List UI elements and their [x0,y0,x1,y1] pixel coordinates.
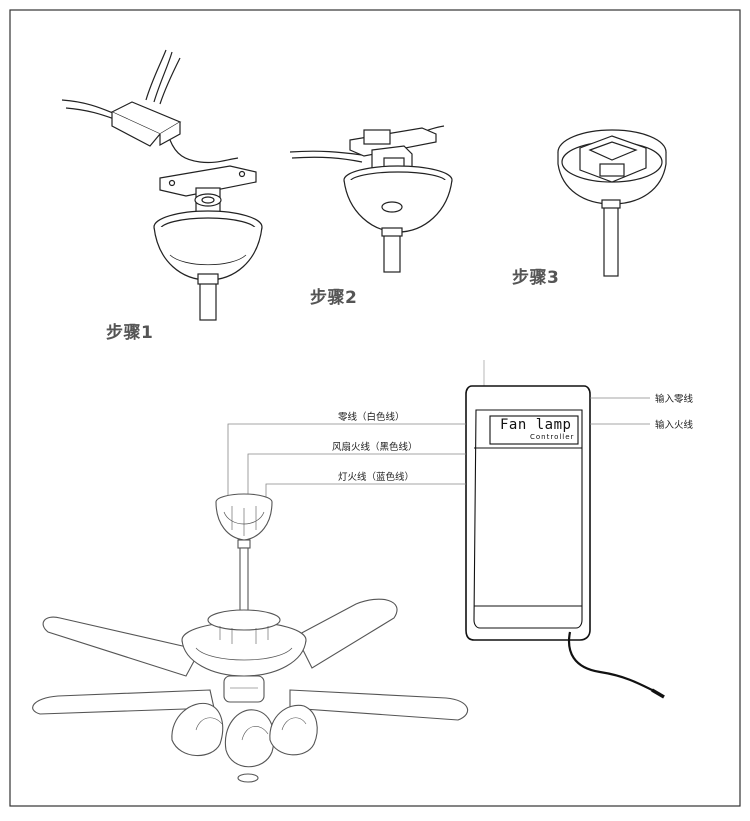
step1-label: 步骤1 [106,323,154,343]
controller-illustration [465,360,665,699]
controller-label-plate [489,415,579,445]
controller-title: Fan lamp [500,417,572,433]
input-neutral-label: 输入零线 [655,394,694,405]
fan-live-wire-label: 风扇火线（黑色线） [332,442,418,453]
step1-illustration [61,49,263,321]
diagram-border [9,9,741,807]
controller-subtitle: Controller [530,433,575,441]
ceiling-fan-illustration [32,493,469,783]
lamp-live-wire-label: 灯火线（蓝色线） [338,472,415,483]
step2-illustration [289,125,453,273]
input-live-label: 输入火线 [655,420,694,431]
step2-label: 步骤2 [310,288,358,308]
step3-illustration [557,129,667,277]
input-leaders [590,397,650,425]
neutral-wire-label: 零线（白色线） [338,412,405,423]
step3-label: 步骤3 [512,268,560,288]
